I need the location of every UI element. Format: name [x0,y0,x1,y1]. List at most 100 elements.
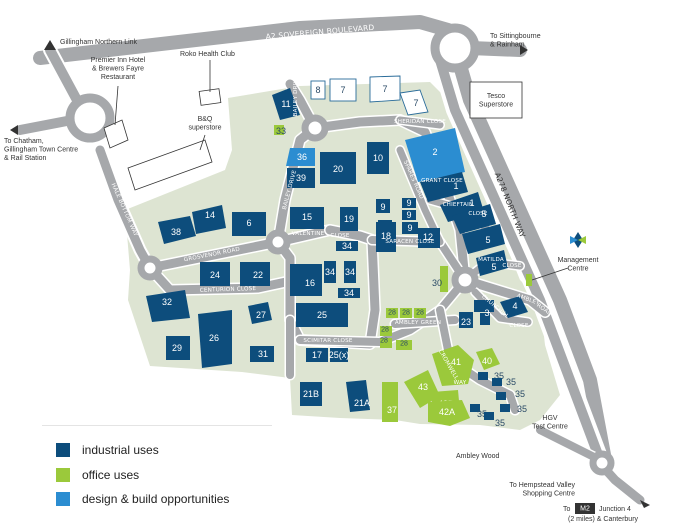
unit-u18: 18 [376,222,396,252]
legend-row-industrial: industrial uses [56,443,159,457]
unit-u5b: 5 [462,224,505,254]
unit-u23: 23 [459,312,473,328]
arrow-gillingham-northern-link [44,40,56,50]
unit-shape-u34d [338,288,360,298]
unit-label-u28b: 28 [402,310,410,317]
unit-shape-u28e [380,338,392,348]
unit-label-u25x: 25(x) [329,350,350,360]
unit-shape-u11 [272,88,300,120]
road-label-chieftain: CHIEFTAIN [443,202,474,208]
unit-u9b: 9 [402,198,416,208]
unit-shape-u1a [420,172,468,202]
legend-swatch-industrial [56,443,70,457]
unit-shape-u4b [500,296,528,318]
unit-label-u7b: 7 [382,84,387,94]
unit-shape-u16 [290,264,322,296]
unit-label-u28c: 28 [416,310,424,317]
unit-u28c: 28 [414,308,426,318]
unit-u22: 22 [240,262,270,286]
unit-shape-u37 [382,382,398,422]
unit-u37: 37 [382,382,398,422]
unit-u9d: 9 [402,222,418,234]
unit-label-u42a: 42A [439,407,455,417]
unit-shape-u10 [367,142,389,174]
unit-u15: 15 [290,207,324,229]
unit-u6: 6 [232,212,266,236]
unit-label-u29: 29 [172,343,182,353]
unit-label-u40: 40 [482,356,492,366]
unit-label-u3: 3 [484,308,489,318]
bq-building [127,139,213,191]
tesco-building [469,81,523,119]
unit-label-u12: 12 [423,232,433,242]
unit-label-u5c: 5 [491,262,496,272]
leader-premier-inn [114,85,119,126]
unit-u34d: 34 [338,288,360,298]
unit-label-u16: 16 [305,278,315,288]
label-to-m2-prefix: To [563,506,571,513]
road-label-ambley-green: AMBLEY GREEN [395,320,441,326]
legend-swatch-office [56,468,70,482]
unit-u5a: 5 [452,204,496,234]
road-label-grant-close: GRANT CLOSE [421,178,463,184]
unit-shape-u35e [470,404,480,412]
unit-u25x: 25(x) [329,348,350,362]
unit-u3: 3 [480,308,490,325]
unit-u38: 38 [158,216,196,244]
unit-u8: 8 [315,85,320,95]
roundabout-bailey-north [301,114,329,142]
legend-label-industrial: industrial uses [82,443,159,457]
unit-label-u28e: 28 [380,338,388,345]
unit-shape-u23 [459,312,473,328]
unit-label-u19: 19 [344,214,354,224]
unit-u21b: 21B [300,382,322,406]
unit-u16: 16 [290,264,322,296]
unit-u35a: 35 [478,371,504,381]
m2-badge-text: M2 [580,506,590,513]
leader-bq [199,134,206,151]
roundabout-northwest [65,93,115,143]
unit-shape-u36 [286,148,315,166]
unit-u10: 10 [367,142,389,174]
unit-label-u1b: 1 [469,198,474,208]
management-centre-building [526,274,532,286]
unit-shape-u2 [405,128,465,182]
road-label-sheridan-close: SHERIDAN CLOSE [394,119,446,125]
unit-u20: 20 [320,152,356,184]
legend-row-design-build: design & build opportunities [56,492,229,506]
unit-shape-u5c [476,250,508,276]
unit-shape-u39 [287,168,315,188]
unit-shape-u9a [376,199,390,213]
outline-buildings [103,75,523,191]
unit-u24: 24 [200,262,230,286]
unit-u26: 26 [198,310,232,368]
unit-shape-u41 [432,345,474,386]
unit-shape-u25x [330,348,348,362]
unit-u25: 25 [296,303,348,327]
label-gillingham-northern-link: Gillingham Northern Link [60,39,138,46]
unit-label-u5b: 5 [485,235,490,245]
unit-shape-u28f [396,340,412,350]
unit-label-u35a: 35 [494,371,504,381]
unit-shape-u33 [274,125,284,135]
unit-u33: 33 [274,125,286,136]
unit-label-u35b: 35 [506,377,516,387]
unit-label-u4b: 4 [512,301,517,311]
unit-u35d: 35 [500,404,527,414]
unit-label-u7a: 7 [340,85,345,95]
unit-label-u34b: 34 [325,267,335,277]
unit-shape-u25 [296,303,348,327]
unit-label-u21b: 21B [303,389,319,399]
unit-label-u34d: 34 [344,288,354,298]
unit-label-u35e: 35 [477,409,487,419]
unit-shape-u21b [300,382,322,406]
unit-u36: 36 [286,148,315,166]
unit-label-u26: 26 [209,333,219,343]
roundabout-south [589,450,615,476]
road-label-matilda: MATILDA [478,257,504,263]
unit-u32: 32 [146,290,190,322]
plot-7b-building [369,75,401,103]
